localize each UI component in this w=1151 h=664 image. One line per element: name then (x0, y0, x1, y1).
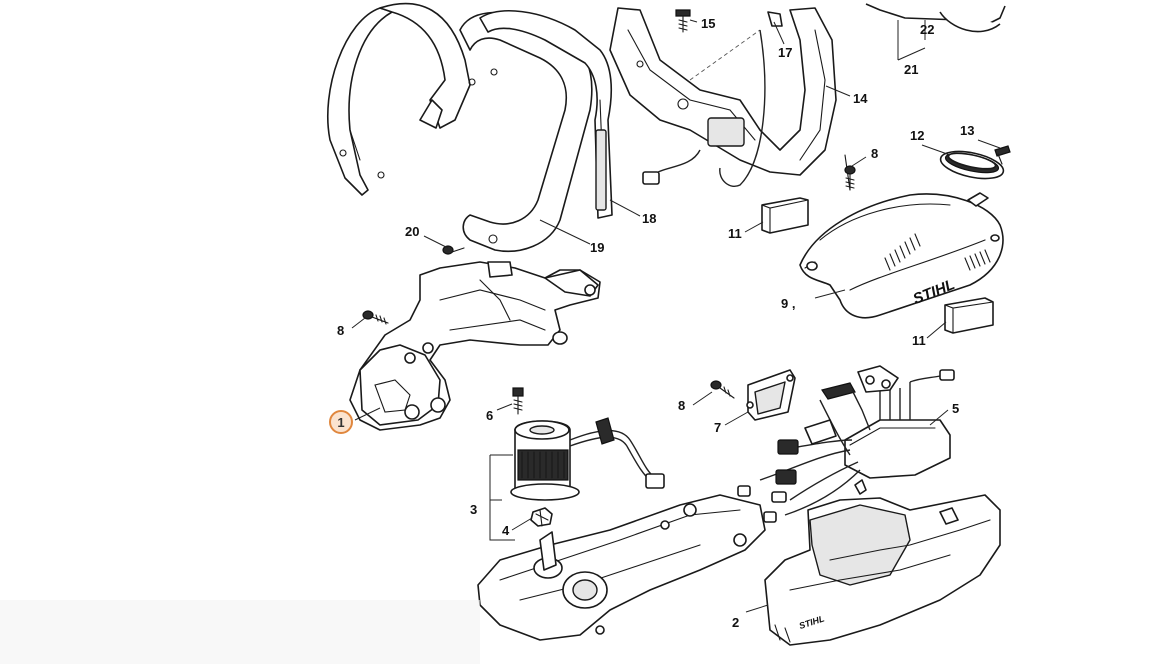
part-labels: 1 2 3 4 5 6 7 8 8 8 9 , 11 11 12 13 14 1… (329, 16, 974, 630)
rear-handle-bracket[interactable] (326, 2, 471, 196)
label-3[interactable]: 3 (470, 502, 477, 517)
screw-8-left[interactable] (362, 310, 389, 325)
label-6[interactable]: 6 (486, 408, 493, 423)
label-22[interactable]: 22 (920, 22, 934, 37)
filter-pad-11-lower[interactable] (944, 297, 994, 334)
svg-text:1: 1 (337, 415, 344, 430)
label-8-left[interactable]: 8 (337, 323, 344, 338)
label-11-upper[interactable]: 11 (728, 226, 742, 241)
contact-plate-7[interactable] (746, 369, 796, 421)
label-15[interactable]: 15 (701, 16, 715, 31)
label-17[interactable]: 17 (778, 45, 792, 60)
leader-lines (351, 19, 1001, 613)
label-2[interactable]: 2 (732, 615, 739, 630)
bolt-6[interactable] (512, 387, 524, 415)
clip-17[interactable] (767, 11, 783, 27)
screw-8-middle[interactable] (710, 380, 735, 399)
label-4[interactable]: 4 (502, 523, 510, 538)
label-13[interactable]: 13 (960, 123, 974, 138)
label-12[interactable]: 12 (910, 128, 924, 143)
label-7[interactable]: 7 (714, 420, 721, 435)
label-18[interactable]: 18 (642, 211, 656, 226)
filter-pad-11-upper[interactable] (761, 197, 809, 234)
screw-small-near-cover[interactable] (967, 192, 989, 207)
screw-20[interactable] (442, 245, 465, 255)
label-5[interactable]: 5 (952, 401, 959, 416)
label-8-middle[interactable]: 8 (678, 398, 685, 413)
label-19[interactable]: 19 (590, 240, 604, 255)
coupling-4[interactable] (530, 507, 553, 527)
label-1-callout[interactable]: 1 (329, 410, 353, 434)
motor-3[interactable] (510, 417, 665, 501)
screw-13[interactable] (994, 145, 1011, 165)
motor-housing-1[interactable] (349, 261, 601, 431)
screw-8-upper[interactable] (844, 165, 856, 191)
screw-15[interactable] (675, 9, 691, 33)
seal-ring-12[interactable] (938, 147, 1006, 184)
electronics-module-5[interactable] (737, 365, 955, 523)
label-9[interactable]: 9 , (781, 296, 795, 311)
gear-housing-base[interactable] (477, 494, 766, 641)
label-20[interactable]: 20 (405, 224, 419, 239)
cover-vents (884, 233, 991, 271)
filter-cover-9[interactable]: STIHL (799, 193, 1004, 319)
housing-shell-2[interactable]: STIHL (764, 479, 1001, 646)
label-14[interactable]: 14 (853, 91, 868, 106)
label-11-lower[interactable]: 11 (912, 333, 926, 348)
label-8-upper[interactable]: 8 (871, 146, 878, 161)
label-21[interactable]: 21 (904, 62, 918, 77)
part-22[interactable] (865, 3, 1006, 33)
handle-housing-14[interactable] (609, 7, 851, 191)
handle-insert-18[interactable] (479, 10, 613, 219)
